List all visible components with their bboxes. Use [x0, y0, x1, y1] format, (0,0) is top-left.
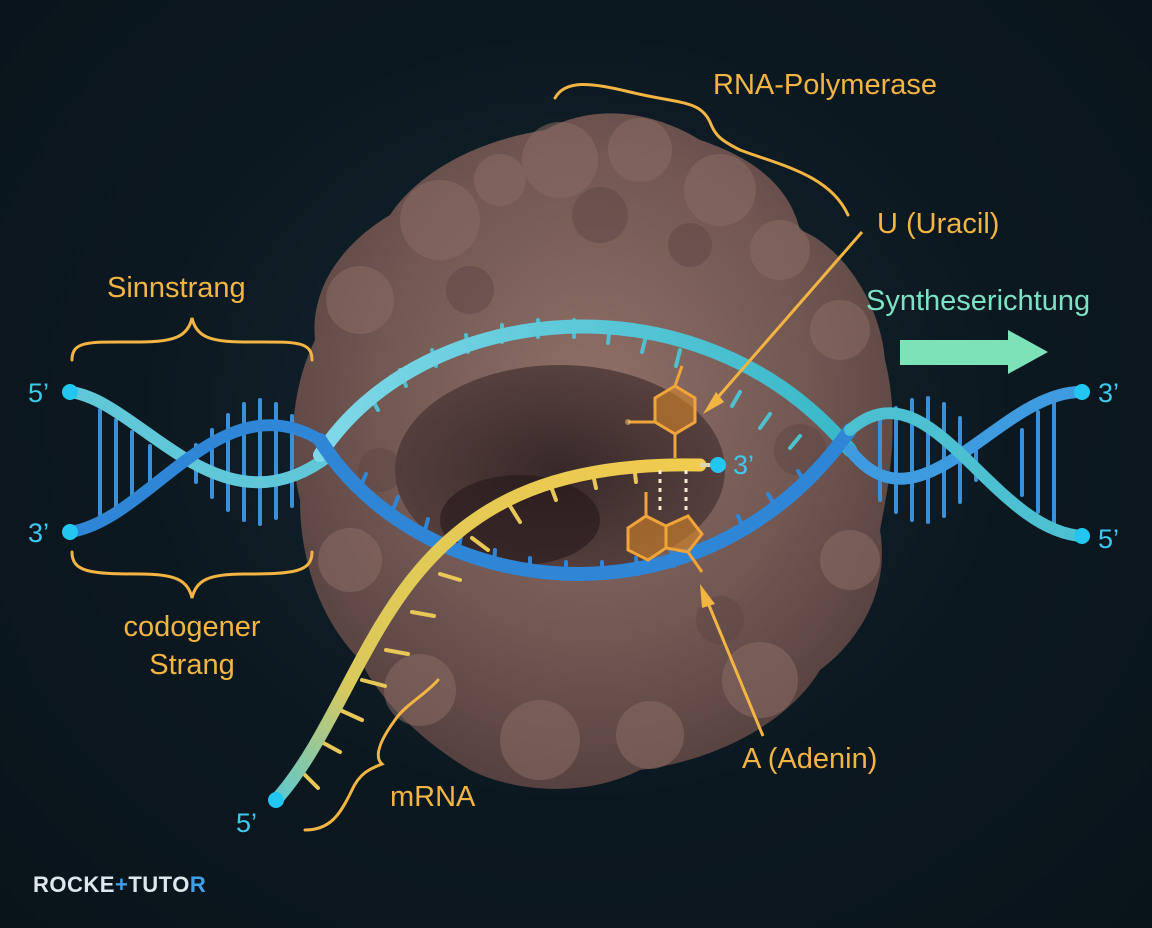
sense-strand-label: Sinnstrang [107, 272, 246, 304]
template-strand-brace [70, 550, 314, 599]
hydrogen-bonds [658, 470, 688, 512]
rna-polymerase-label: RNA-Polymerase [713, 69, 937, 101]
adenine-molecule [626, 492, 704, 573]
sense-strand-brace [70, 317, 314, 362]
adenine-label: A (Adenin) [742, 743, 878, 775]
adenine-pointer [700, 584, 765, 737]
template-strand-label-line2: Strang [149, 649, 235, 681]
dna-backbones [64, 319, 1088, 581]
uracil-molecule [625, 365, 697, 458]
left-bottom-3-prime-label: 3’ [28, 518, 50, 548]
strand-end-points [62, 384, 1090, 808]
synthesis-direction-label: Syntheserichtung [866, 285, 1091, 317]
synthesis-direction-arrow [900, 330, 1048, 374]
template-strand-label-line1: codogener [123, 611, 261, 643]
mrna-label: mRNA [390, 781, 476, 813]
right-top-3-prime-label: 3’ [1098, 378, 1120, 408]
rna-polymerase-protein [292, 113, 893, 789]
right-bottom-5-prime-label: 5’ [1098, 524, 1120, 554]
mrna-strand [269, 458, 718, 807]
rna-polymerase-brace [553, 83, 850, 217]
uracil-pointer [703, 231, 864, 414]
mrna-3-prime-label: 3’ [733, 450, 755, 480]
left-top-5-prime-label: 5’ [28, 378, 50, 408]
rocketutor-logo: ROCKE+TUTOR [33, 872, 207, 897]
mrna-5-prime-label: 5’ [236, 808, 258, 838]
uracil-label: U (Uracil) [877, 208, 1000, 240]
mrna-brace [303, 678, 440, 832]
